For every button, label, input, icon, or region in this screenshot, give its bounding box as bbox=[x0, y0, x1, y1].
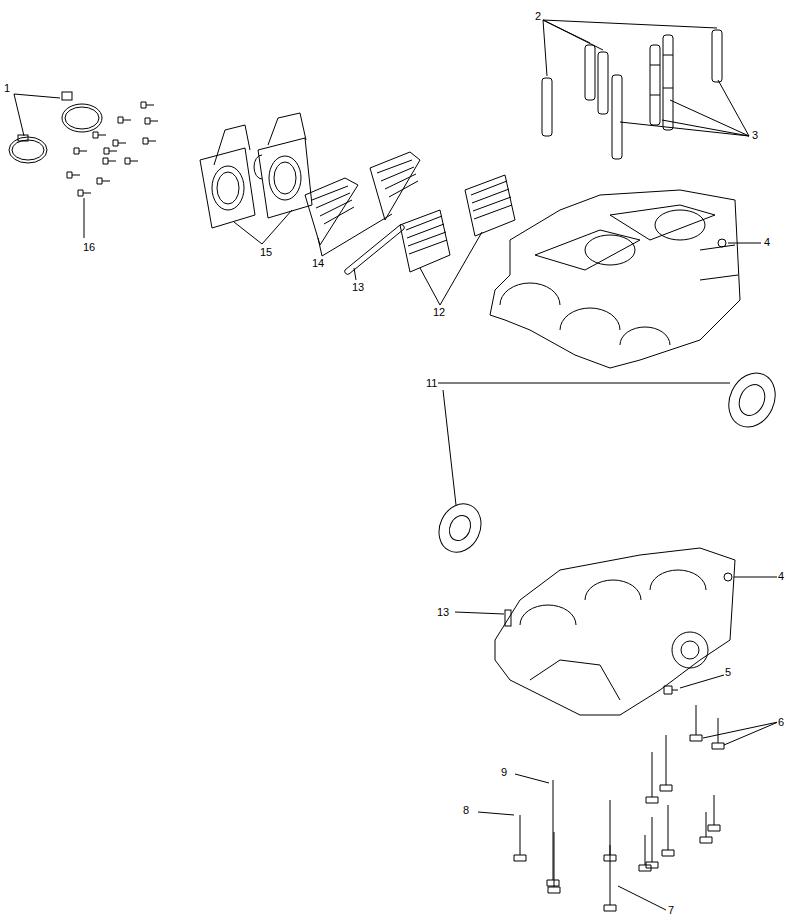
dowel-pin bbox=[542, 30, 722, 159]
oil-seal bbox=[431, 365, 783, 559]
callout-number: 15 bbox=[259, 247, 273, 258]
callout-number: 11 bbox=[425, 378, 438, 389]
callout-number: 13 bbox=[436, 607, 450, 618]
reed-valve bbox=[400, 175, 515, 272]
crankcase-bolt bbox=[514, 705, 724, 911]
callout-number: 3 bbox=[751, 130, 759, 141]
reed-cage bbox=[305, 152, 420, 245]
bolt bbox=[67, 102, 158, 196]
callout-number: 6 bbox=[777, 717, 785, 728]
lower-crankcase bbox=[495, 548, 735, 715]
plug bbox=[664, 686, 678, 694]
callout-number: 4 bbox=[777, 571, 785, 582]
reed-housing bbox=[200, 113, 312, 228]
callout-number: 7 bbox=[667, 905, 675, 916]
callout-number: 16 bbox=[82, 242, 96, 253]
callout-number: 8 bbox=[462, 805, 470, 816]
callout-number: 4 bbox=[763, 237, 771, 248]
callout-number: 13 bbox=[351, 282, 365, 293]
upper-crankcase bbox=[490, 190, 740, 368]
callout-number: 12 bbox=[432, 307, 446, 318]
callout-number: 2 bbox=[534, 11, 542, 22]
gasket bbox=[345, 225, 405, 275]
callout-number: 1 bbox=[3, 83, 11, 94]
callout-number: 9 bbox=[500, 767, 508, 778]
callout-number: 5 bbox=[724, 667, 732, 678]
hose-clamp bbox=[9, 92, 102, 163]
callout-number: 14 bbox=[311, 258, 325, 269]
